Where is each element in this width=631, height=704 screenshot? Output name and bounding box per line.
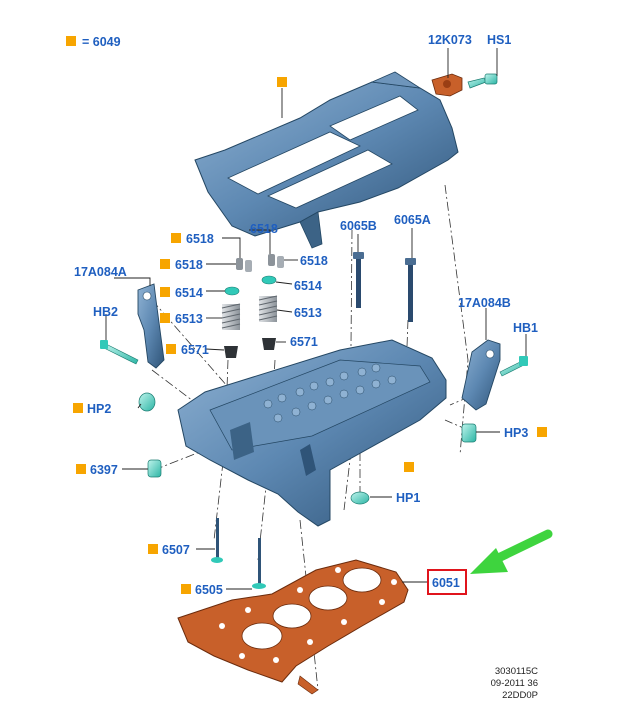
marker-6507 [148,544,158,554]
valve-train-components [221,254,284,358]
label-HS1: HS1 [487,33,511,47]
label-6571-a: 6571 [181,343,209,357]
label-6505: 6505 [195,583,223,597]
label-6571-b: 6571 [290,335,318,349]
label-6518-b: 6518 [250,222,278,236]
label-HP3: HP3 [504,426,528,440]
label-6518-a: 6518 [186,232,214,246]
label-HB2: HB2 [93,305,118,319]
label-12K073: 12K073 [428,33,472,47]
label-6514-a: 6514 [175,286,203,300]
cylinder-head [177,339,447,527]
plug-HP2 [138,392,156,412]
label-6513-b: 6513 [294,306,322,320]
head-gasket [177,559,409,695]
marker-head [404,462,414,472]
label-HB1: HB1 [513,321,538,335]
marker-6505 [181,584,191,594]
marker-HP2 [73,403,83,413]
label-HP1: HP1 [396,491,420,505]
label-6397: 6397 [90,463,118,477]
dowel-HP3 [461,423,477,443]
label-17A084B: 17A084B [458,296,511,310]
bracket-17A084A [137,283,165,369]
leader-lines [105,48,527,590]
reference-line-3: 22DD0P [502,690,538,701]
highlight-box-6051 [427,569,467,595]
dowel-6397 [147,459,162,478]
label-6514-b: 6514 [294,279,322,293]
green-arrow-icon [470,529,553,574]
camshaft-carrier-frame [194,71,459,249]
reference-code: 3030115C 09-2011 36 22DD0P [491,666,538,702]
marker-6518-a [171,233,181,243]
valve-6505 [252,538,266,589]
label-6065B: 6065B [340,219,377,233]
legend-text: = 6049 [82,35,121,49]
label-HP2: HP2 [87,402,111,416]
label-6518-c: 6518 [175,258,203,272]
marker-6514-a [160,287,170,297]
label-6507: 6507 [162,543,190,557]
marker-6397 [76,464,86,474]
valve-6507 [211,518,223,563]
marker-HP3 [537,427,547,437]
bolt-HS1 [467,73,498,89]
label-6051: 6051 [432,576,460,590]
marker-frame [277,77,287,87]
label-17A084A: 17A084A [74,265,127,279]
marker-6571-a [166,344,176,354]
bracket-17A084B [461,339,501,411]
label-6518-d: 6518 [300,254,328,268]
marker-6513-a [160,313,170,323]
reference-line-1: 3030115C [494,666,538,677]
legend-marker [66,36,76,46]
label-6065A: 6065A [394,213,431,227]
label-6513-a: 6513 [175,312,203,326]
marker-6518-c [160,259,170,269]
plug-HP1 [350,491,370,505]
reference-line-2: 09-2011 36 [490,678,538,689]
bolt-HB2 [100,340,139,365]
sensor-12K073 [431,73,463,97]
bolt-HB1 [499,356,528,377]
part-labels: 12K073 HS1 6518 6518 6518 6518 6065B 606… [73,33,547,597]
head-bolts [353,252,416,322]
